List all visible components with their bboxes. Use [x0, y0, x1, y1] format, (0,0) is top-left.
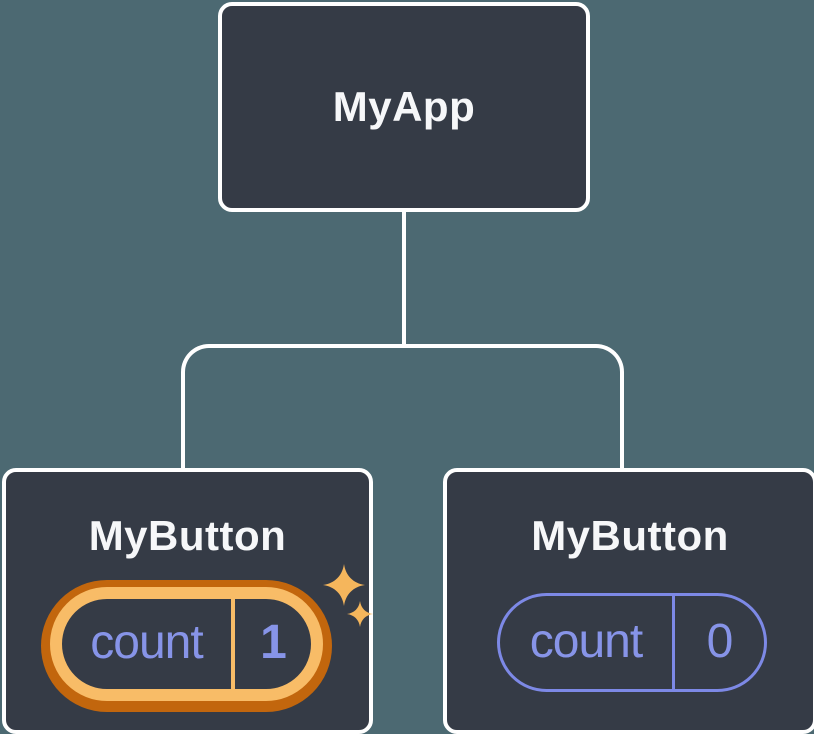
state-name-label: count	[90, 616, 203, 669]
child-node-mybutton-1: MyButton count 1	[2, 468, 373, 734]
pill-divider	[672, 596, 675, 689]
connector-root-line	[402, 208, 406, 347]
root-node-myapp: MyApp	[218, 2, 590, 212]
child-node-mybutton-2: MyButton count 0	[443, 468, 814, 734]
state-pill-plain: count 0	[497, 593, 767, 692]
child-node-label: MyButton	[88, 512, 287, 559]
pill-divider	[231, 599, 235, 689]
root-node-label: MyApp	[332, 83, 476, 130]
state-value: 1	[260, 616, 287, 669]
state-name-label: count	[529, 614, 643, 668]
child-node-label: MyButton	[531, 512, 729, 559]
sparkle-shapes	[323, 564, 373, 627]
state-pill-highlighted: count 1	[50, 587, 323, 701]
state-value: 0	[706, 614, 734, 668]
sparkles-icon	[323, 564, 373, 627]
connector-branch-line	[181, 344, 624, 468]
